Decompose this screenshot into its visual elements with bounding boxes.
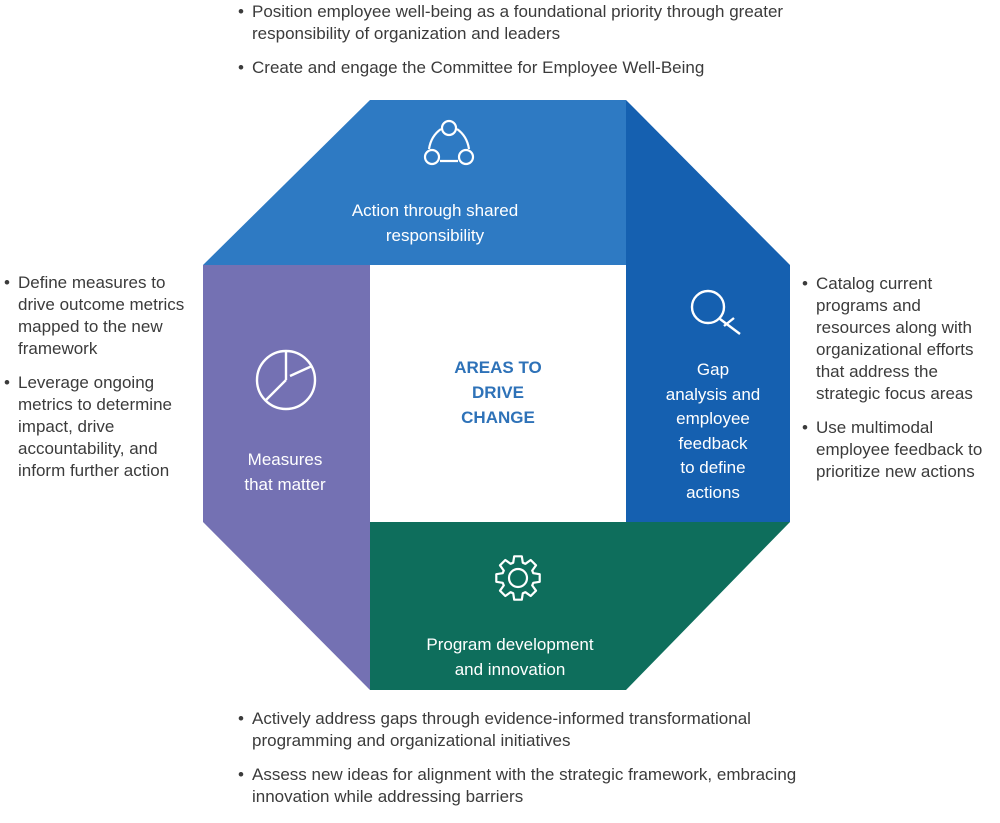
segment-right — [626, 100, 790, 522]
cycle-icon — [423, 119, 475, 166]
segment-top — [203, 100, 626, 265]
list-item: Use multimodal employee feedback to prio… — [800, 417, 1000, 483]
segment-left — [203, 265, 370, 690]
list-item: Leverage ongoing metrics to determine im… — [2, 372, 202, 482]
list-item: Assess new ideas for alignment with the … — [236, 764, 816, 808]
segment-left-label: Measures that matter — [244, 450, 326, 494]
left-bullet-list: Define measures to drive outcome metrics… — [2, 272, 202, 494]
right-bullet-list: Catalog current programs and resources a… — [800, 273, 1000, 495]
segment-bottom-label: Program development and innovation — [426, 635, 594, 679]
list-item: Position employee well-being as a founda… — [236, 1, 796, 45]
segment-bottom — [370, 522, 790, 690]
center-title: AREAS TO DRIVE CHANGE — [454, 358, 542, 427]
top-bullet-list: Position employee well-being as a founda… — [236, 1, 796, 91]
segment-top-label: Action through shared responsibility — [351, 201, 519, 245]
segment-right-label: Gap analysis and employee feedback to de… — [665, 360, 761, 502]
list-item: Create and engage the Committee for Empl… — [236, 57, 796, 79]
list-item: Define measures to drive outcome metrics… — [2, 272, 202, 360]
gear-icon — [495, 555, 541, 601]
magnifier-icon — [690, 289, 741, 335]
center-box — [370, 265, 626, 522]
bottom-bullet-list: Actively address gaps through evidence-i… — [236, 708, 816, 820]
list-item: Catalog current programs and resources a… — [800, 273, 1000, 405]
pie-chart-icon — [255, 349, 317, 411]
list-item: Actively address gaps through evidence-i… — [236, 708, 816, 752]
